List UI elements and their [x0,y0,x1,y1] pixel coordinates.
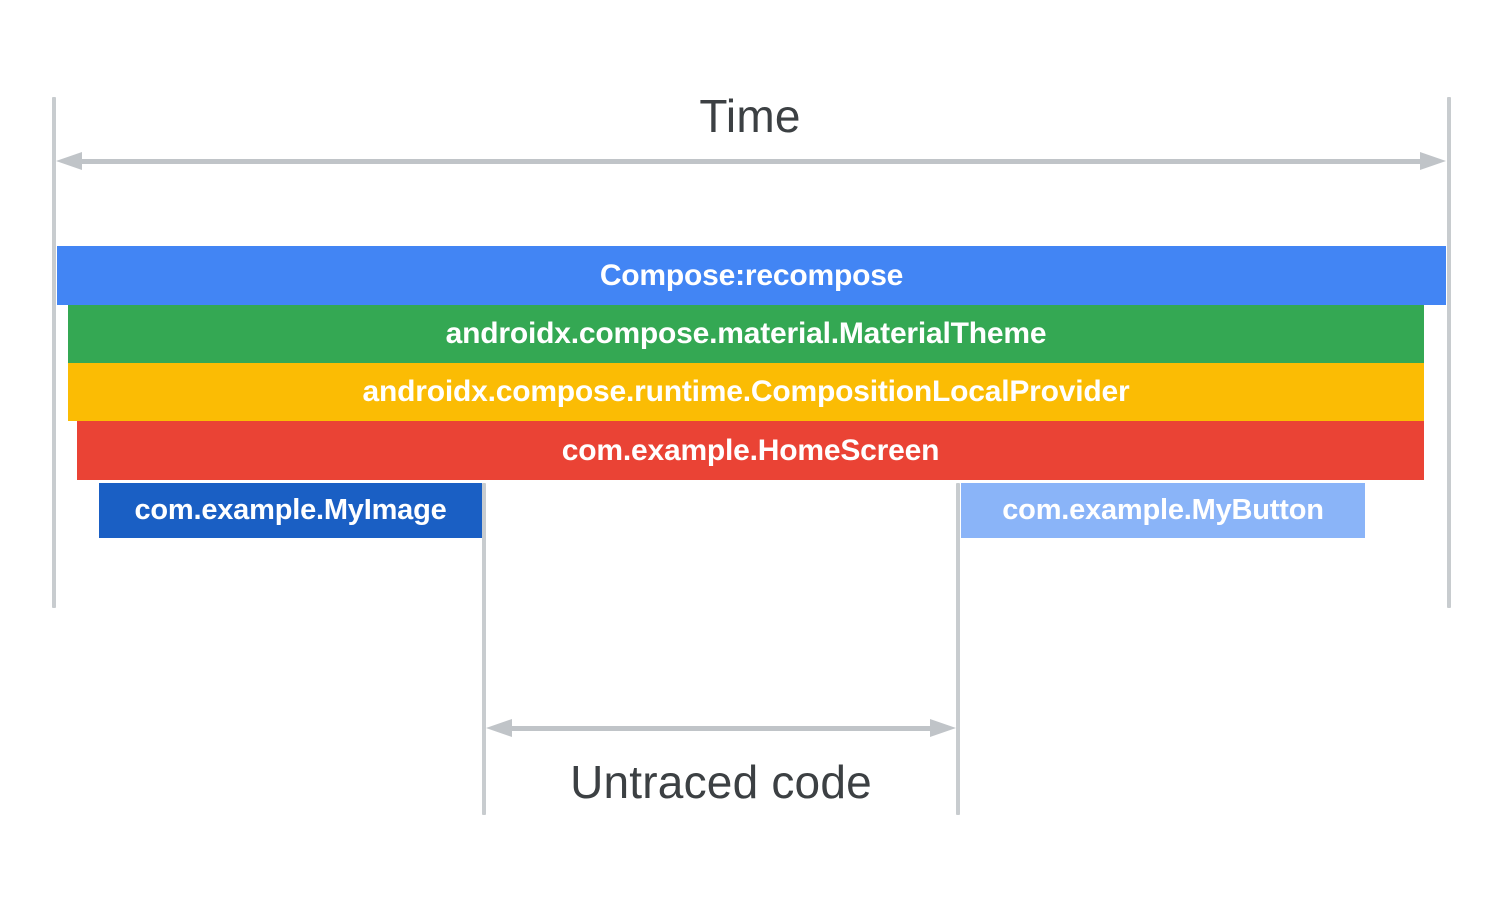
timeline-right-boundary [1447,97,1451,608]
trace-bar-label: androidx.compose.runtime.CompositionLoca… [362,375,1130,408]
arrow-head-left-icon [56,152,82,170]
trace-bar-label: androidx.compose.material.MaterialTheme [445,317,1047,350]
untraced-axis-arrow [486,719,956,737]
arrow-head-right-icon [930,719,956,737]
trace-bar-label: com.example.HomeScreen [561,433,940,467]
arrow-shaft [82,158,1420,164]
time-axis-label: Time [699,90,801,142]
untraced-left-boundary [482,483,486,815]
trace-bar-composition-local-provider[interactable]: androidx.compose.runtime.CompositionLoca… [68,363,1424,421]
trace-bar-my-image[interactable]: com.example.MyImage [99,483,482,538]
trace-bar-my-button[interactable]: com.example.MyButton [961,483,1365,538]
time-axis-arrow [56,152,1446,170]
timeline-left-boundary [52,97,56,608]
trace-bar-compose-recompose[interactable]: Compose:recompose [57,246,1446,305]
arrow-head-left-icon [486,719,512,737]
arrow-shaft [512,725,930,731]
arrow-head-right-icon [1420,152,1446,170]
trace-bar-label: com.example.MyButton [1002,494,1324,526]
trace-bar-material-theme[interactable]: androidx.compose.material.MaterialTheme [68,305,1424,363]
trace-bar-label: Compose:recompose [599,258,904,292]
untraced-right-boundary [956,483,960,815]
trace-bar-home-screen[interactable]: com.example.HomeScreen [77,421,1424,480]
trace-bar-label: com.example.MyImage [134,494,447,526]
untraced-code-label: Untraced code [570,756,872,808]
